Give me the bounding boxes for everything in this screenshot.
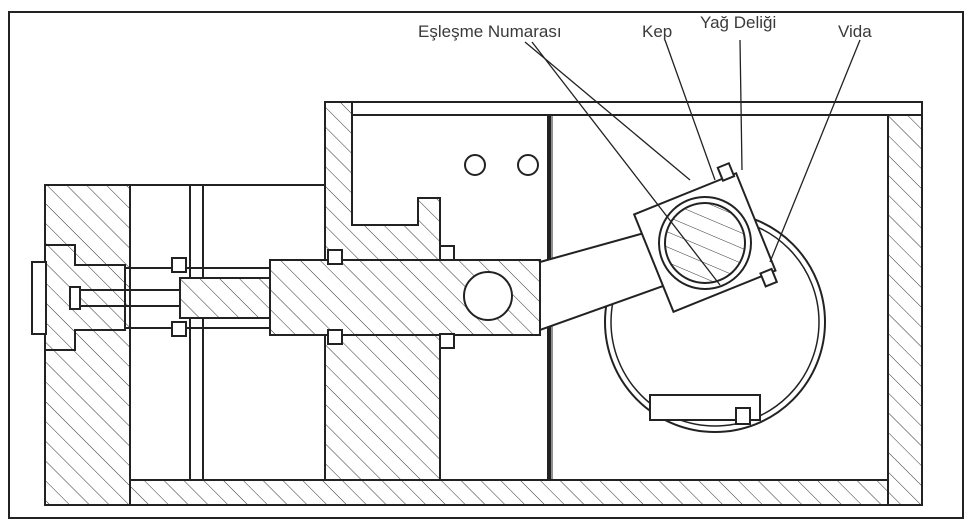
- label-cap: Kep: [642, 22, 672, 41]
- outer-border: [8, 11, 964, 519]
- end-bolt: [31, 261, 47, 335]
- bottom-floor: [129, 479, 901, 506]
- end-flange: [44, 244, 126, 351]
- seal: [439, 245, 455, 261]
- lower-bearing: [649, 394, 761, 421]
- right-wall: [887, 101, 923, 506]
- top-plate: [351, 101, 923, 116]
- wrist-pin: [463, 271, 513, 321]
- seal: [327, 329, 343, 345]
- leader-oil-hole: [739, 39, 743, 171]
- big-end-assembly: [632, 161, 779, 314]
- seal: [439, 333, 455, 349]
- leader-cap: [664, 39, 716, 181]
- label-screw: Vida: [838, 22, 872, 41]
- rod-nut: [171, 257, 187, 273]
- seal: [327, 249, 343, 265]
- leader-screw: [769, 39, 861, 263]
- end-bolt-head: [69, 286, 81, 310]
- leader-matching-number: [531, 41, 721, 286]
- lower-nut: [735, 407, 751, 425]
- mount-hole: [517, 154, 539, 176]
- label-matching-number: Eşleşme Numarası: [418, 22, 562, 41]
- piston-rod: [179, 277, 271, 319]
- label-oil-hole: Yağ Deliği: [700, 13, 776, 32]
- mount-hole: [464, 154, 486, 176]
- rod-nut: [171, 321, 187, 337]
- leader-matching-number: [524, 41, 691, 181]
